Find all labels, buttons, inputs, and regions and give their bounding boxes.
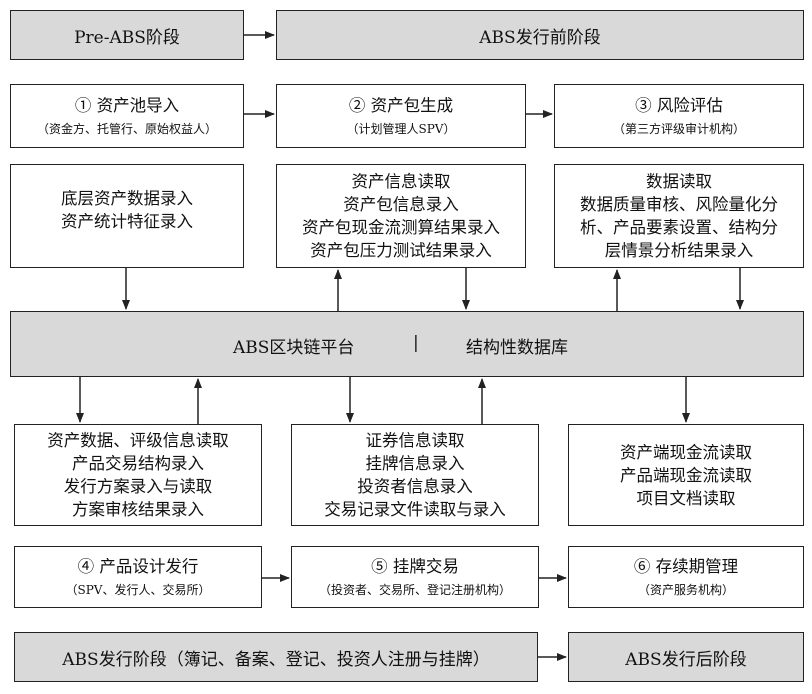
detail-line: 层情景分析结果录入 [604, 241, 754, 260]
detail-top-right: 数据读取 数据质量审核、风险量化分 析、产品要素设置、结构分 层情景分析结果录入 [554, 164, 804, 268]
detail-line: 投资者信息录入 [357, 477, 473, 496]
detail-line: 资产数据、评级信息读取 [47, 431, 229, 450]
detail-line: 资产端现金流读取 [620, 442, 752, 462]
step-asset-package-generation: ② 资产包生成 （计划管理人SPV） [276, 84, 526, 148]
step-participants: （资产服务机构） [637, 582, 734, 597]
detail-line: 底层资产数据录入 [61, 189, 193, 208]
step-asset-pool-import: ① 资产池导入 （资金方、托管行、原始权益人） [10, 84, 244, 148]
detail-bottom-mid: 证券信息读取 挂牌信息录入 投资者信息录入 交易记录文件读取与录入 [291, 424, 539, 526]
detail-line: 数据读取 [646, 172, 712, 191]
detail-line: 资产统计特征录入 [61, 212, 193, 231]
step-participants: （SPV、发行人、交易所） [65, 582, 211, 597]
detail-line: 资产包压力测试结果录入 [310, 241, 492, 260]
stage-pre-abs: Pre-ABS阶段 [10, 10, 244, 60]
step-participants: （投资者、交易所、登记注册机构） [318, 582, 511, 597]
step-listing-trading: ⑤ 挂牌交易 （投资者、交易所、登记注册机构） [291, 546, 539, 608]
detail-line: 交易记录文件读取与录入 [324, 500, 506, 519]
detail-bottom-left: 资产数据、评级信息读取 产品交易结构录入 发行方案录入与读取 方案审核结果录入 [14, 424, 262, 526]
detail-line: 析、产品要素设置、结构分 [580, 218, 778, 237]
structured-database-label: 结构性数据库 [466, 338, 568, 358]
stage-pre-abs-label: Pre-ABS阶段 [74, 27, 180, 48]
step-participants: （计划管理人SPV） [346, 121, 456, 136]
detail-bottom-right: 资产端现金流读取 产品端现金流读取 项目文档读取 [568, 424, 804, 526]
platform-separator: | [413, 333, 419, 353]
step-participants: （第三方评级审计机构） [612, 121, 745, 136]
detail-line: 数据质量审核、风险量化分 [580, 195, 778, 214]
stage-issue-label: ABS发行阶段（簿记、备案、登记、投资人注册与挂牌） [62, 649, 490, 670]
step-risk-assessment: ③ 风险评估 （第三方评级审计机构） [554, 84, 804, 148]
stage-after-issue: ABS发行后阶段 [568, 632, 804, 682]
step-participants: （资金方、托管行、原始权益人） [36, 121, 217, 136]
step-duration-management: ⑥ 存续期管理 （资产服务机构） [568, 546, 804, 608]
detail-top-mid: 资产信息读取 资产包信息录入 资产包现金流测算结果录入 资产包压力测试结果录入 [276, 164, 526, 268]
detail-line: 资产包信息录入 [343, 195, 459, 214]
detail-line: 证券信息读取 [365, 431, 465, 450]
step-title: ⑤ 挂牌交易 [371, 556, 459, 576]
step-title: ⑥ 存续期管理 [633, 556, 739, 576]
platform-label: ABS区块链平台 [233, 338, 355, 358]
step-title: ① 资产池导入 [74, 95, 180, 115]
detail-line: 项目文档读取 [636, 488, 736, 508]
step-title: ④ 产品设计发行 [77, 556, 199, 576]
abs-blockchain-platform: ABS区块链平台 | 结构性数据库 [10, 311, 804, 377]
detail-line: 产品交易结构录入 [72, 454, 204, 473]
stage-issue: ABS发行阶段（簿记、备案、登记、投资人注册与挂牌） [14, 632, 538, 682]
detail-line: 方案审核结果录入 [72, 500, 204, 519]
step-title: ③ 风险评估 [635, 95, 723, 115]
stage-after-issue-label: ABS发行后阶段 [625, 649, 747, 670]
detail-top-left: 底层资产数据录入 资产统计特征录入 [10, 164, 244, 268]
detail-line: 挂牌信息录入 [365, 454, 465, 473]
step-product-design-issue: ④ 产品设计发行 （SPV、发行人、交易所） [14, 546, 262, 608]
detail-line: 发行方案录入与读取 [63, 477, 213, 496]
step-title: ② 资产包生成 [348, 95, 454, 115]
detail-line: 产品端现金流读取 [620, 465, 752, 485]
detail-line: 资产信息读取 [351, 172, 451, 191]
detail-line: 资产包现金流测算结果录入 [302, 218, 500, 237]
stage-before-issue: ABS发行前阶段 [276, 10, 804, 60]
stage-before-issue-label: ABS发行前阶段 [479, 27, 601, 48]
